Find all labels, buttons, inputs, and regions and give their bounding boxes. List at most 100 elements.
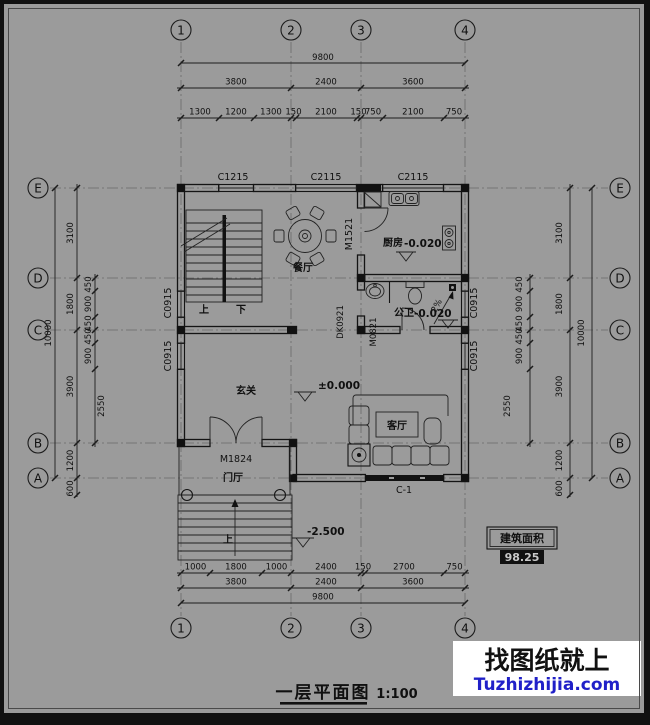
axis-label: C: [616, 324, 624, 338]
sofa-seat: [429, 445, 450, 466]
doors: [209, 207, 425, 444]
dim: 2700: [393, 563, 415, 573]
label-kitchen: 厨房: [383, 236, 403, 249]
tag-m1824: M1824: [220, 454, 252, 465]
watermark-cn: 找图纸就上: [484, 646, 609, 675]
axis-label: A: [34, 472, 43, 486]
dim: 450: [84, 315, 94, 331]
window-c2115-a: [295, 183, 358, 193]
dim: 450: [515, 276, 525, 292]
dim: 3600: [402, 78, 424, 88]
tag-c1215: C1215: [218, 172, 249, 183]
tag-dk0921: DK0921: [336, 305, 346, 339]
sofa-seat: [410, 445, 431, 466]
tag-c1: C-1: [396, 485, 412, 496]
dim: 900: [515, 348, 525, 364]
dim: 150: [355, 563, 371, 573]
axis-label: E: [616, 182, 624, 196]
dim: 150: [285, 108, 301, 118]
dim: 750: [365, 108, 381, 118]
drawing-title: 一层平面图 1:100: [276, 683, 418, 705]
window-c0915-right-2: [460, 342, 470, 370]
window-c0915-left-1: [176, 290, 186, 318]
tag-c0915: C0915: [163, 341, 174, 372]
bath-door: [401, 307, 425, 331]
watermark-site[interactable]: Tuzhizhijia.com: [474, 675, 621, 695]
axis-label: D: [615, 272, 624, 286]
dim: 1200: [66, 450, 76, 472]
area-box: 建筑面积 98.25: [486, 526, 558, 564]
level-text: ±0.000: [318, 380, 360, 392]
side-table: [347, 443, 371, 467]
kitchen-fixtures: [363, 191, 456, 251]
dimensions-bottom: 1000 1800 1000 2400 150 2700 750 3800 24…: [177, 563, 469, 607]
level-main: ±0.000: [294, 380, 360, 402]
dim: 1200: [225, 108, 247, 118]
fridge: [363, 191, 382, 208]
toilet: [405, 281, 425, 305]
label-stair-down: 下: [236, 304, 246, 316]
tag-c2115-a: C2115: [311, 172, 342, 183]
wash-basin: [365, 283, 385, 299]
dim-left-total: 10000: [44, 319, 54, 346]
dim: 3100: [555, 222, 565, 244]
dim: 1300: [189, 108, 211, 118]
entry-double-door-m1824: [209, 416, 263, 444]
dim: 1800: [225, 563, 247, 573]
structural-columns: [177, 184, 469, 482]
dim: 1000: [266, 563, 288, 573]
watermark: 找图纸就上 Tuzhizhijia.com: [453, 641, 641, 696]
axis-bubbles: 1 2 3 4 1 2 3 4 E D C B A E D C B A: [27, 19, 631, 639]
level-porch: -2.500: [292, 526, 345, 548]
stove: [442, 225, 456, 251]
dim: 2400: [315, 78, 337, 88]
title-text: 一层平面图: [276, 683, 371, 703]
axis-label: 2: [287, 622, 295, 636]
axis-label: 1: [177, 24, 185, 38]
sofa-seat: [348, 424, 370, 445]
watermark-box: [453, 641, 641, 696]
dim: 3800: [225, 578, 247, 588]
dim: 2550: [97, 395, 107, 417]
dim: 450: [515, 328, 525, 344]
window-c1-living: [365, 475, 444, 481]
dim: 3800: [225, 78, 247, 88]
label-stair-up: 上: [199, 303, 209, 316]
axis-label: B: [616, 437, 624, 451]
axis-label: 1: [177, 622, 185, 636]
title-scale: 1:100: [376, 687, 417, 702]
area-label: 建筑面积: [500, 531, 544, 545]
dim-top-total: 9800: [312, 53, 334, 63]
dim: 900: [84, 348, 94, 364]
living-furniture: [347, 394, 450, 467]
axis-label: E: [34, 182, 42, 196]
axis-label: B: [34, 437, 42, 451]
level-bath: -0.020: [414, 308, 458, 329]
dining-table: [273, 205, 337, 267]
axis-label: D: [33, 272, 42, 286]
level-marks: ±0.000 -0.020 -0.020 -2.500 2%: [292, 238, 458, 548]
axis-label: 4: [461, 24, 469, 38]
window-c1215: [218, 183, 255, 193]
dim: 3100: [66, 222, 76, 244]
dim-right-total: 10000: [577, 319, 587, 346]
tag-m1521: M1521: [344, 218, 355, 250]
axis-label: 3: [357, 622, 365, 636]
tag-c0915: C0915: [163, 288, 174, 319]
label-dining: 餐厅: [292, 261, 313, 274]
dim-bottom-total: 9800: [312, 593, 334, 603]
dim: 750: [446, 563, 462, 573]
dim: 900: [515, 296, 525, 312]
kitchen-door-m1521: [364, 207, 389, 232]
dim: 1300: [260, 108, 282, 118]
dim: 1000: [185, 563, 207, 573]
dim: 750: [446, 108, 462, 118]
axis-label: A: [616, 472, 625, 486]
dim: 450: [84, 276, 94, 292]
dim: 2400: [315, 578, 337, 588]
dim: 2550: [503, 395, 513, 417]
dim: 450: [515, 315, 525, 331]
dimensions-left: 10000 3100 1800 3900 1200 600 450 900 45…: [44, 184, 107, 499]
